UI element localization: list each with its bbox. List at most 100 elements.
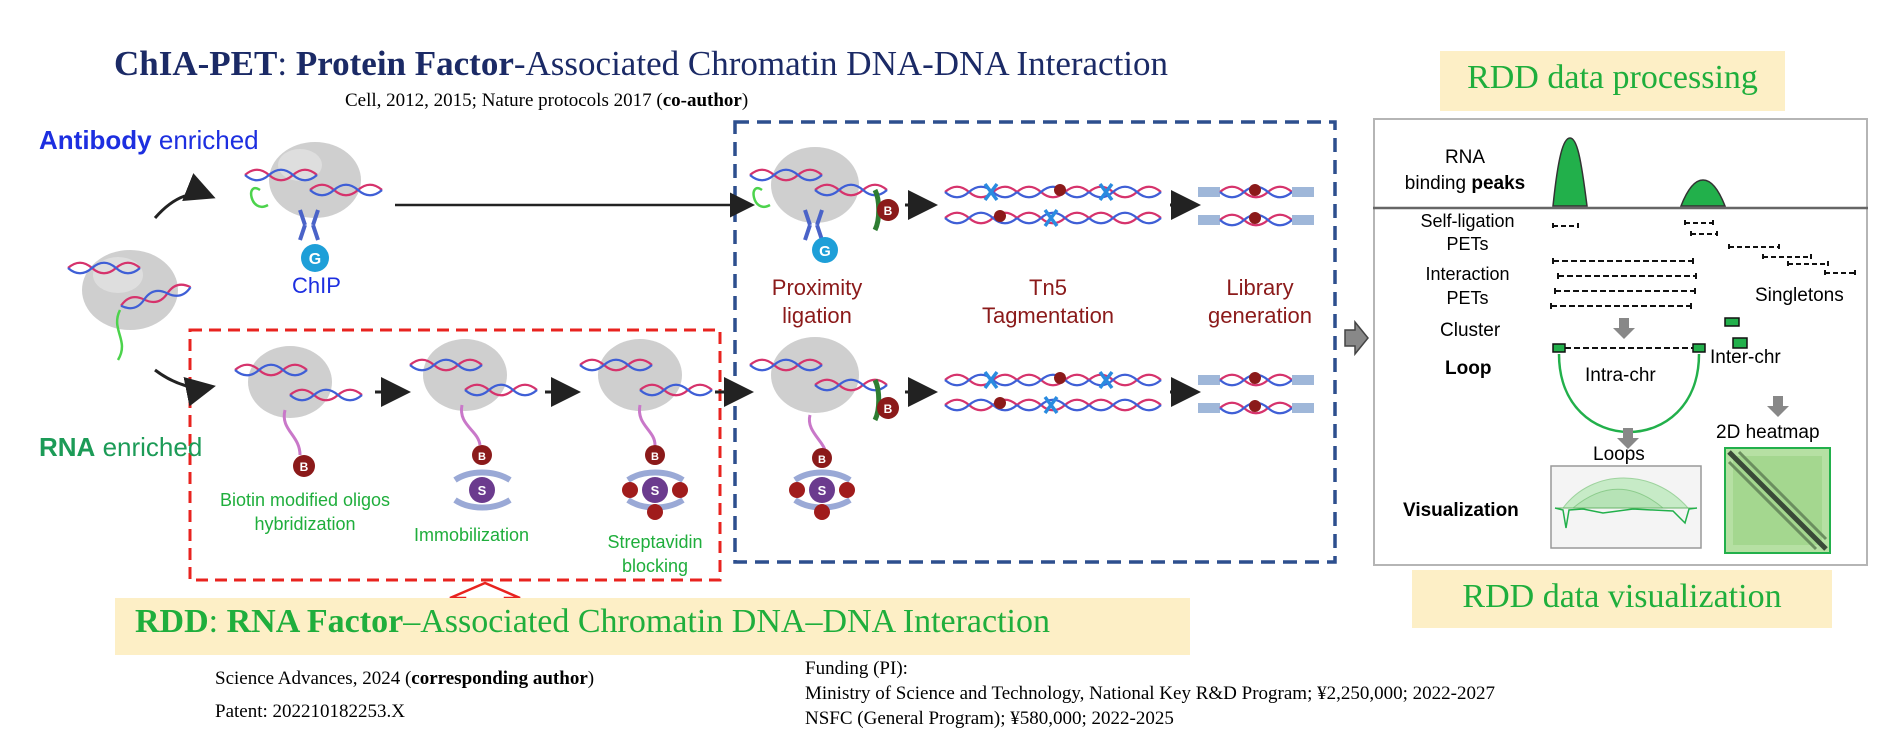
- b-badge-proximity-bottom: B: [884, 402, 893, 416]
- shared-steps-box: [733, 120, 1337, 564]
- citation-text: Cell, 2012, 2015; Nature protocols 2017 …: [345, 90, 663, 111]
- arrow-to-loops: [1617, 428, 1639, 449]
- rdd-bold: RDD: [135, 603, 209, 640]
- chia-pet-citation: Cell, 2012, 2015; Nature protocols 2017 …: [345, 90, 748, 112]
- branch-arrow-rna: [154, 368, 216, 407]
- b-badge-proximity-top: B: [884, 204, 893, 218]
- interaction-pets-label: Interaction PETs: [1395, 262, 1540, 310]
- rdd-colon: :: [208, 603, 227, 640]
- loops-arc-2: [1572, 488, 1664, 509]
- loops-label: Loops: [1593, 444, 1645, 465]
- b-badge-strep: B: [651, 451, 659, 463]
- loop-label: Loop: [1445, 358, 1492, 379]
- visualization-label: Visualization: [1403, 500, 1519, 521]
- g-badge: G: [309, 251, 321, 268]
- library-label: Library generation: [1190, 274, 1330, 330]
- funding-line2: NSFC (General Program); ¥580,000; 2022-2…: [805, 708, 1174, 729]
- title-protein-factor: Protein Factor: [295, 44, 514, 83]
- patent-text: Patent: 202210182253.X: [215, 701, 405, 722]
- antibody-rest: enriched: [151, 125, 259, 155]
- rna-line1: RNA: [1444, 147, 1486, 168]
- library-line2: generation: [1208, 303, 1312, 328]
- interaction-pets: [1550, 258, 1697, 309]
- antibody-bold: Antibody: [39, 125, 152, 155]
- arrow-to-heatmap: [1767, 396, 1789, 417]
- library-fragments-bottom: [1198, 372, 1314, 415]
- heatmap-offdiag-1: [1737, 450, 1828, 541]
- science-advances-citation: Science Advances, 2024 (corresponding au…: [215, 668, 594, 690]
- arrow-to-cluster: [1613, 318, 1635, 339]
- processing-svg: [1373, 137, 1868, 554]
- strep-line1: Streptavidin: [607, 532, 703, 552]
- chia-pet-title: ChIA-PET: Protein Factor-Associated Chro…: [114, 44, 1168, 84]
- rna-line2-bold: peaks: [1471, 173, 1526, 194]
- tn5-strands-bottom: [943, 370, 1163, 415]
- cluster-anchor-left: [1552, 343, 1566, 353]
- rna-enrichment-box: [188, 328, 722, 582]
- tn5-line1: Tn5: [1029, 275, 1067, 300]
- cluster-anchor-right: [1692, 343, 1706, 353]
- b-badge-proximity-strep: B: [818, 454, 826, 466]
- loops-signal: [1554, 507, 1698, 529]
- proximity-label: Proximity ligation: [752, 274, 882, 330]
- self-line1: Self-ligation: [1420, 211, 1515, 231]
- rna-bold: RNA: [39, 432, 96, 462]
- s-badge-strep: S: [651, 483, 660, 498]
- self-ligation-pets: [1552, 220, 1718, 237]
- proximity-line2: ligation: [782, 303, 852, 328]
- funding-label: Funding (PI):: [805, 658, 908, 679]
- biotin-line2: hybridization: [254, 514, 356, 534]
- rna-peaks-label: RNA binding peaks: [1390, 145, 1540, 197]
- rdd-rest: –Associated Chromatin DNA–DNA Interactio…: [403, 603, 1051, 640]
- sci-pre: Science Advances, 2024 (: [215, 668, 412, 689]
- s-badge-immob: S: [478, 483, 487, 498]
- sci-post: ): [587, 668, 595, 689]
- streptavidin-label: Streptavidin blocking: [585, 530, 725, 578]
- self-ligation-label: Self-ligation PETs: [1395, 210, 1540, 256]
- citation-bold: co-author: [662, 90, 742, 111]
- proximity-line1: Proximity: [771, 275, 863, 300]
- source-chromatin: [66, 250, 194, 361]
- rna-rest: enriched: [95, 432, 203, 462]
- funding-block: Funding (PI): Ministry of Science and Te…: [805, 656, 1495, 731]
- heatmap-diagonal: [1727, 450, 1828, 551]
- rdd-rna-factor: RNA Factor: [226, 603, 404, 640]
- workflow-diagram: G B B S B S: [66, 120, 1369, 610]
- citation-close: ): [741, 90, 749, 111]
- singletons-label: Singletons: [1755, 285, 1844, 306]
- b-badge-biotin: B: [300, 460, 309, 474]
- tn5-strands-top: [943, 182, 1163, 228]
- proximity-top-chromatin: [748, 147, 899, 263]
- title-colon: :: [277, 44, 296, 83]
- proximity-bottom-chromatin: [748, 337, 899, 520]
- self-line2: PETs: [1446, 234, 1489, 254]
- processing-title: RDD data processing: [1440, 51, 1785, 111]
- library-fragments-top: [1198, 184, 1314, 227]
- chip-label: ChIP: [292, 273, 341, 298]
- intra-chr-label: Intra-chr: [1585, 365, 1656, 386]
- g-badge-proximity: G: [819, 243, 831, 260]
- tn5-line2: Tagmentation: [981, 303, 1115, 328]
- title-rest: -Associated Chromatin DNA-DNA Interactio…: [513, 44, 1169, 83]
- inter-chr-anchor-2: [1732, 337, 1748, 349]
- arrow-to-processing: [1344, 319, 1369, 357]
- library-line1: Library: [1226, 275, 1294, 300]
- inter-line1: Interaction: [1425, 264, 1510, 284]
- rna-enriched-label: RNA enriched: [39, 432, 202, 463]
- chip-chromatin: [243, 142, 384, 272]
- rna-line2-pre: binding: [1404, 173, 1472, 194]
- biotin-label: Biotin modified oligos hybridization: [195, 488, 415, 536]
- biotin-line1: Biotin modified oligos: [219, 490, 391, 510]
- s-badge-proximity: S: [818, 483, 827, 498]
- cluster-label: Cluster: [1440, 320, 1501, 341]
- funding-line1: Ministry of Science and Technology, Nati…: [805, 683, 1495, 704]
- streptavidin-chromatin: [578, 339, 714, 520]
- inter-line2: PETs: [1446, 288, 1489, 308]
- immobilization-label: Immobilization: [414, 525, 530, 545]
- b-badge-immob: B: [478, 451, 486, 463]
- strep-line2: blocking: [621, 556, 689, 576]
- rdd-banner: RDD: RNA Factor–Associated Chromatin DNA…: [115, 598, 1190, 655]
- processing-panel: [1373, 118, 1868, 566]
- antibody-enriched-label: Antibody enriched: [39, 125, 259, 156]
- immobilization-chromatin: [408, 339, 539, 511]
